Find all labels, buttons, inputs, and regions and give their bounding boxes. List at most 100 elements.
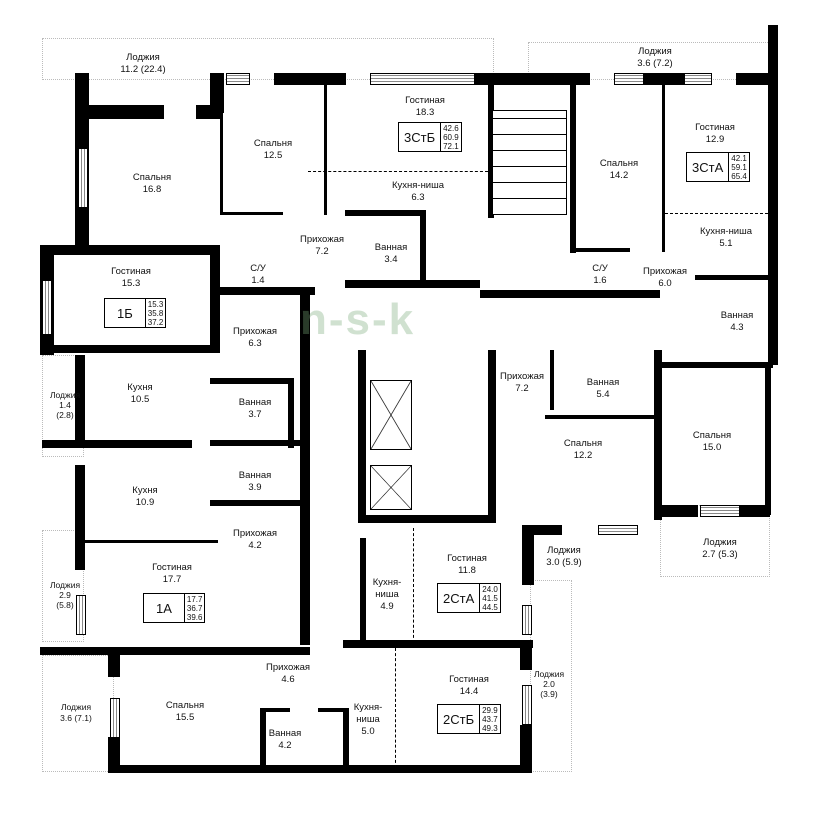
wall <box>345 210 425 216</box>
area-living: 42.6 <box>443 123 459 133</box>
apartment-code: 3СтБ <box>399 123 442 151</box>
wall <box>210 500 302 506</box>
apartment-code: 1Б <box>105 299 146 327</box>
wall <box>40 345 220 353</box>
area-living: 42.1 <box>731 153 747 163</box>
wall <box>520 640 532 670</box>
loggia-outline <box>42 38 494 80</box>
wall <box>658 505 698 517</box>
wall <box>288 378 294 448</box>
area-living: 15.3 <box>147 299 164 309</box>
apartment-code: 2СтА <box>438 584 481 612</box>
wall <box>662 82 665 252</box>
window <box>76 595 86 635</box>
area-living: 29.9 <box>482 705 498 715</box>
window <box>370 73 475 85</box>
area-living: 24.0 <box>482 584 498 594</box>
area-with-loggia: 37.2 <box>147 317 164 327</box>
window <box>226 73 250 85</box>
wall <box>488 350 496 520</box>
wall <box>736 73 768 85</box>
wall <box>324 85 327 215</box>
wall <box>480 290 660 298</box>
wall <box>520 725 532 773</box>
area-with-loggia: 49.3 <box>482 723 498 733</box>
elevator <box>370 465 412 510</box>
wall <box>220 287 315 295</box>
wall <box>358 515 496 523</box>
wall <box>420 210 426 285</box>
loggia-outline <box>530 580 572 772</box>
wall <box>40 647 310 655</box>
zone-divider <box>413 528 414 643</box>
window <box>110 698 120 738</box>
wall <box>223 212 283 215</box>
wall <box>220 82 223 215</box>
loggia-outline <box>42 530 84 642</box>
window <box>522 605 532 635</box>
wall <box>318 708 348 712</box>
wall <box>260 708 266 768</box>
wall <box>695 275 768 280</box>
window <box>42 280 52 335</box>
wall <box>300 295 310 645</box>
wall <box>530 525 562 535</box>
wall <box>570 73 576 253</box>
wall <box>570 248 630 252</box>
wall <box>210 440 302 446</box>
wall <box>740 505 770 517</box>
wall <box>360 538 366 643</box>
window <box>598 525 638 535</box>
watermark: n-s-k <box>300 295 416 344</box>
wall <box>343 640 533 648</box>
wall <box>210 378 290 384</box>
window <box>614 73 644 85</box>
area-with-loggia: 65.4 <box>731 171 747 181</box>
wall <box>274 73 346 85</box>
wall <box>40 245 220 255</box>
area-total: 43.7 <box>482 714 498 724</box>
wall <box>644 73 684 85</box>
wall <box>765 365 771 515</box>
wall <box>108 737 120 772</box>
area-total: 41.5 <box>482 593 498 603</box>
zone-divider <box>308 171 488 172</box>
wall <box>488 73 494 218</box>
apartment-code: 2СтБ <box>438 705 481 733</box>
